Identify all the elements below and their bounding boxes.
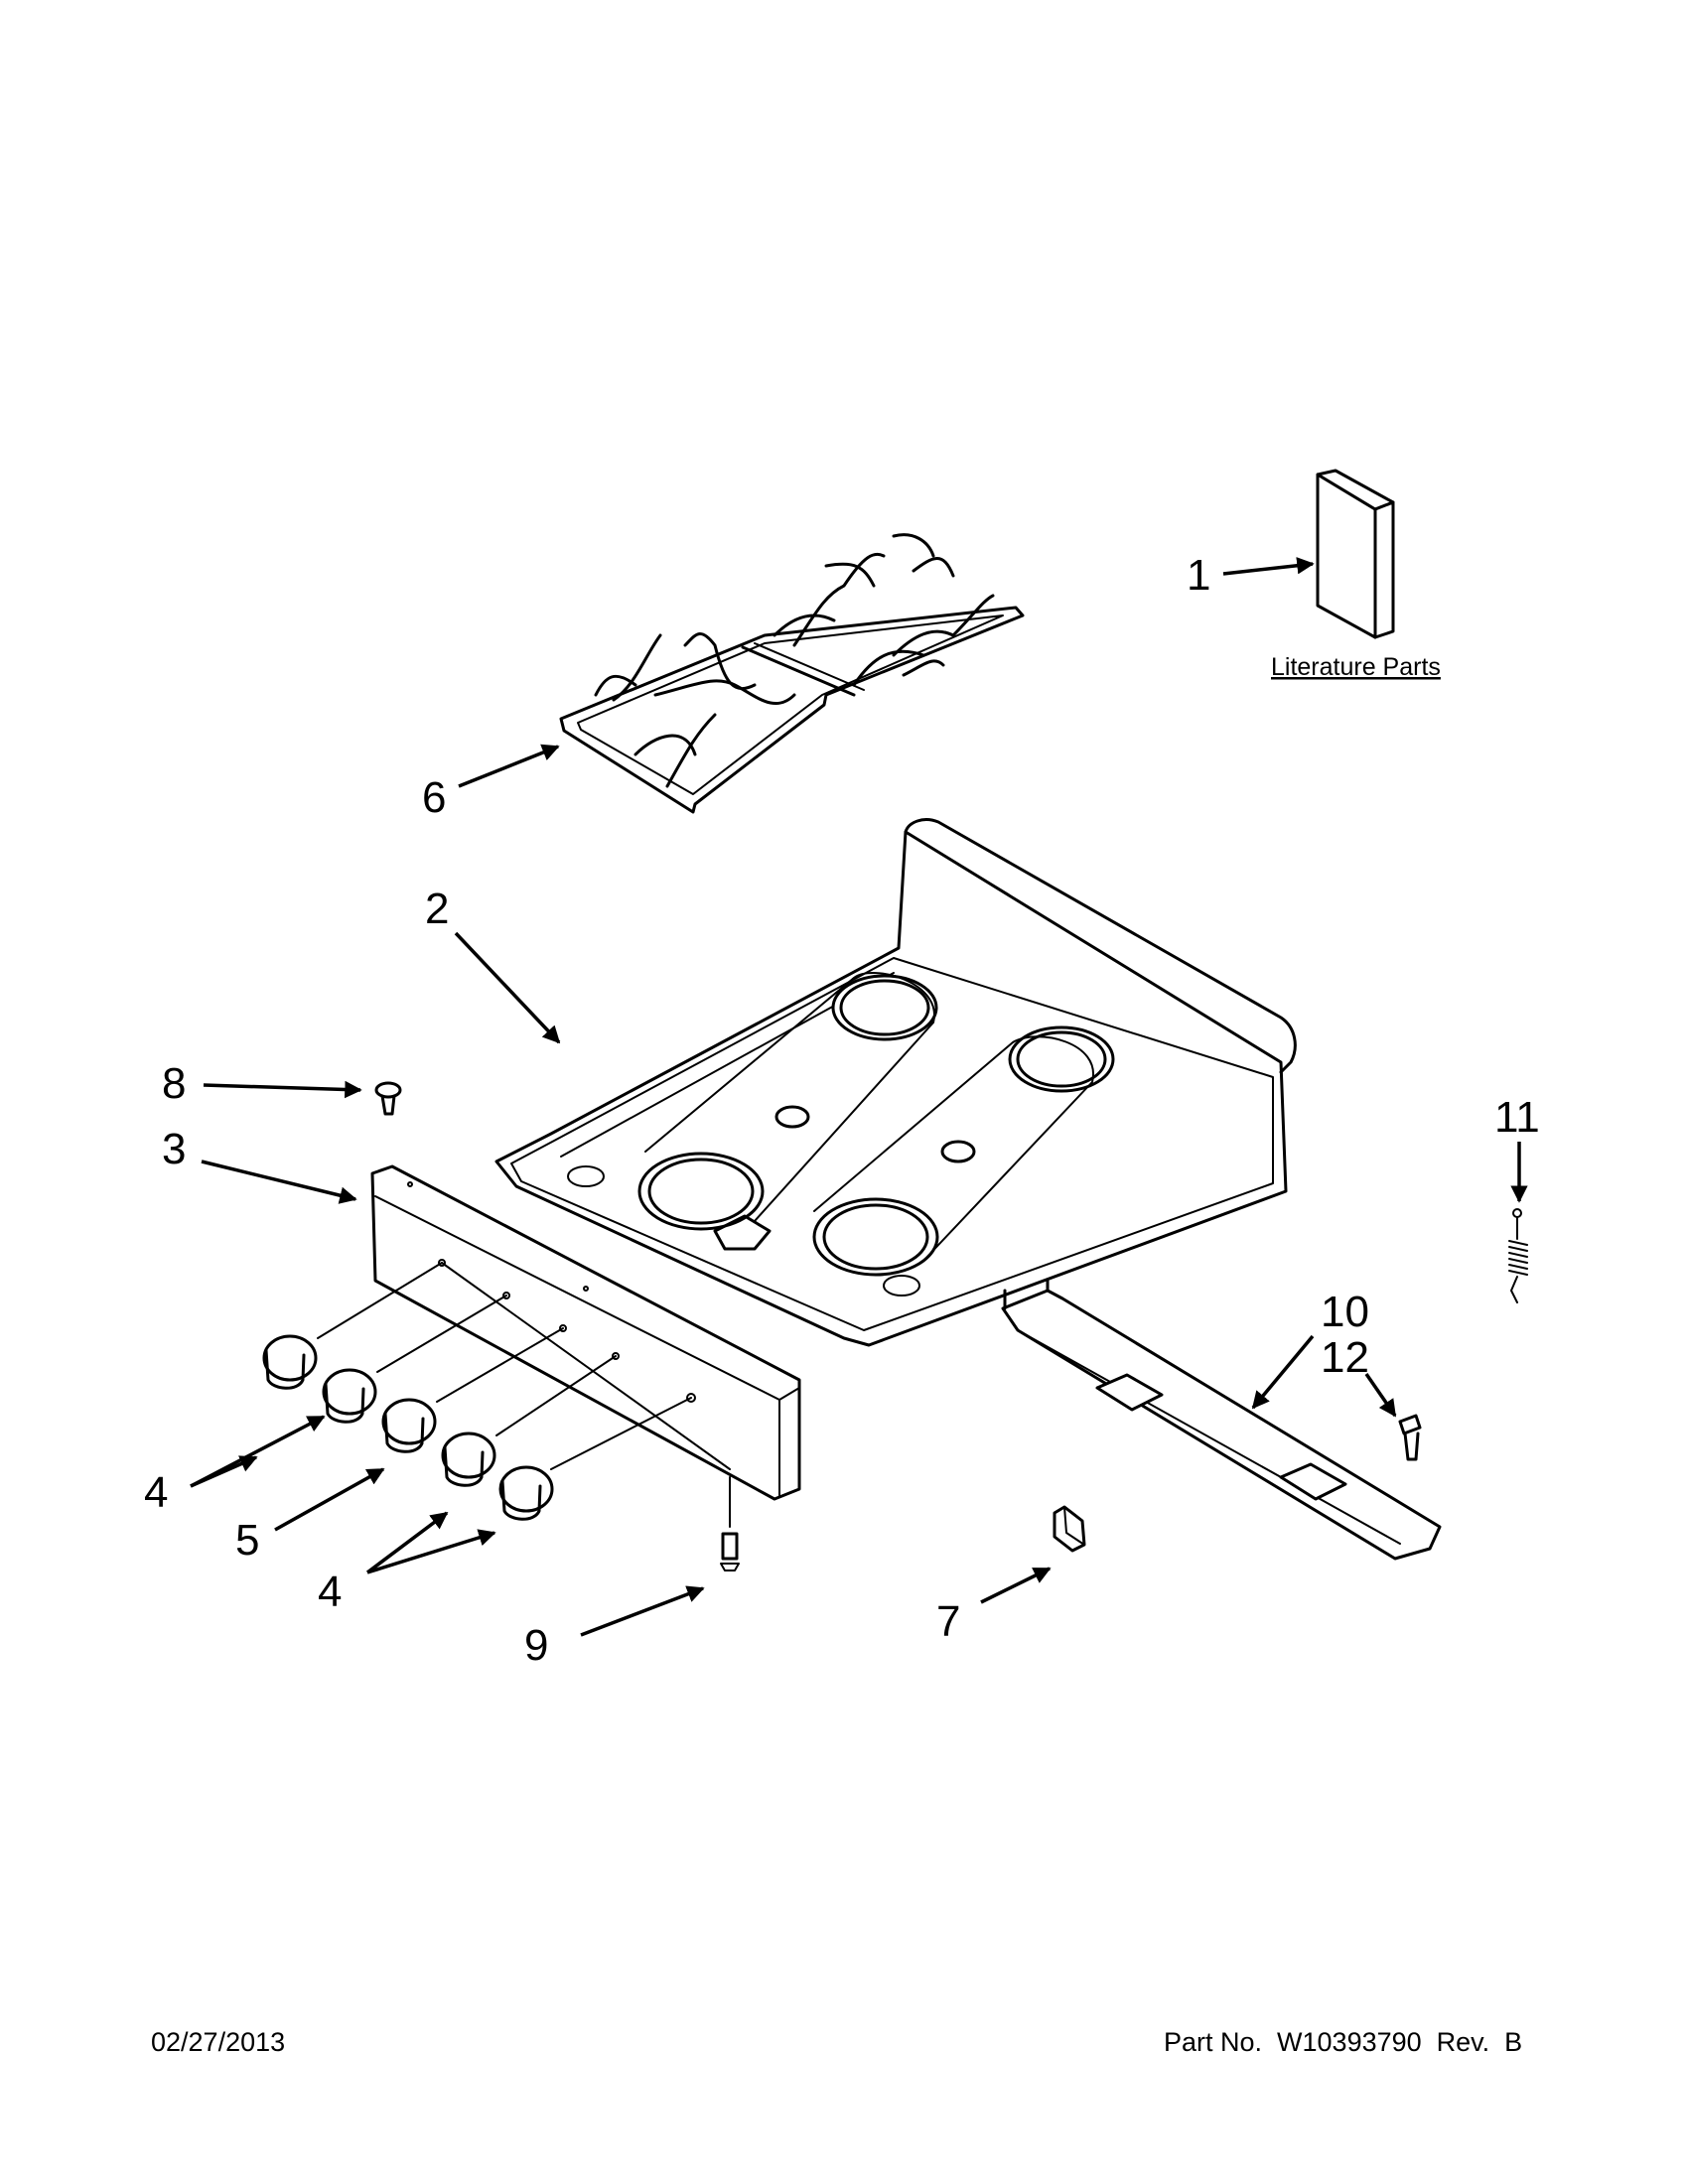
callout-8: 8: [162, 1059, 186, 1108]
callout-5: 5: [235, 1516, 259, 1565]
bracket: [1001, 1279, 1442, 1561]
knob-3: [381, 1398, 437, 1453]
callout-labels: 1 6 2 8 3 4 5 4 9 7 10 12 11 Literature …: [144, 551, 1540, 1670]
callout-2: 2: [425, 885, 449, 933]
leader-arrows: [190, 557, 1528, 1637]
callout-10: 10: [1321, 1288, 1369, 1336]
footer-date: 02/27/2013: [151, 2027, 286, 2057]
control-knobs: [262, 1334, 554, 1521]
bumper: [374, 1081, 402, 1116]
knob-4: [441, 1432, 496, 1487]
clip: [1053, 1505, 1086, 1553]
callout-4-lower: 4: [318, 1568, 342, 1616]
knob-1: [262, 1334, 318, 1390]
knob-2: [322, 1368, 377, 1424]
knob-5: [498, 1465, 554, 1521]
literature-booklet: [1316, 469, 1395, 639]
callout-12: 12: [1321, 1333, 1369, 1382]
spring: [1508, 1208, 1528, 1303]
burner-grate: [559, 533, 1025, 814]
callout-9: 9: [524, 1621, 548, 1670]
callout-3: 3: [162, 1125, 186, 1173]
callout-11: 11: [1494, 1093, 1540, 1142]
footer-part-number: Part No. W10393790 Rev. B: [1164, 2027, 1523, 2057]
bracket-screw: [1398, 1414, 1422, 1461]
screw: [720, 1476, 740, 1571]
literature-parts-caption: Literature Parts: [1271, 653, 1441, 681]
callout-6: 6: [422, 773, 446, 822]
callout-4-upper: 4: [144, 1468, 168, 1517]
manifold-panel: [370, 1164, 801, 1501]
callout-7: 7: [936, 1597, 960, 1646]
cooktop-main-top: [494, 818, 1297, 1347]
knob-shaft-lines: [317, 1262, 731, 1470]
callout-1: 1: [1187, 551, 1210, 600]
